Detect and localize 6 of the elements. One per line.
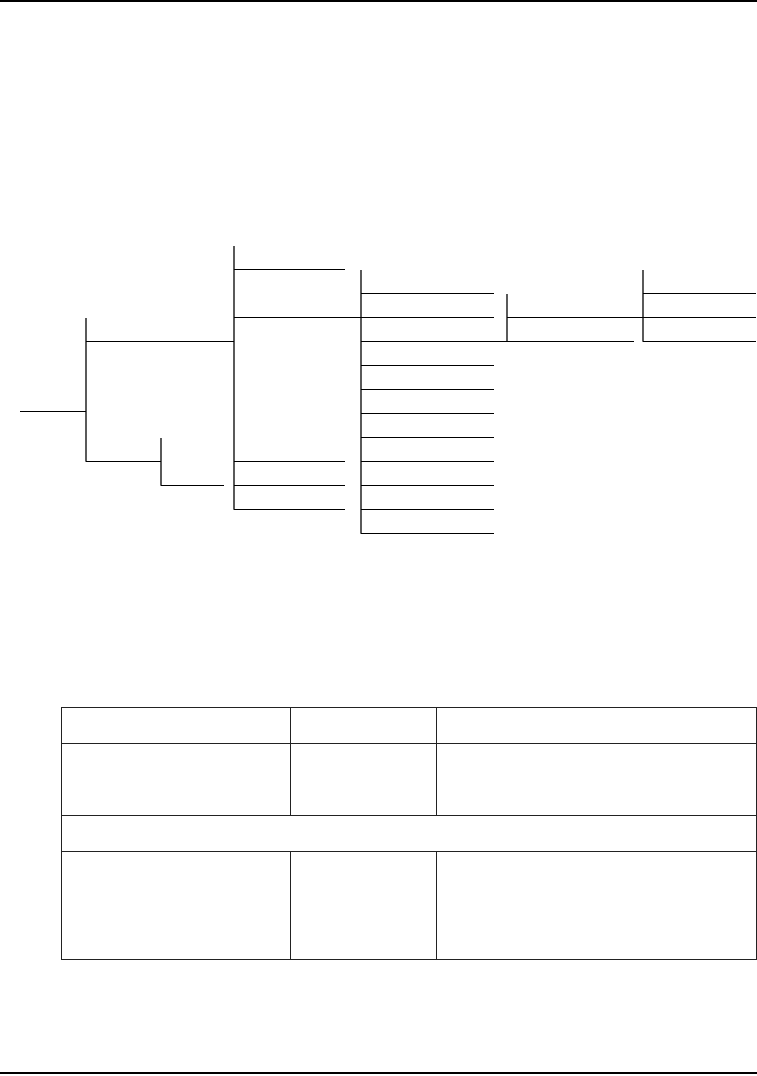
bracket-connector: [233, 245, 235, 511]
bracket-connector: [360, 269, 362, 535]
bracket-connector: [642, 269, 644, 343]
bracket-connector: [160, 437, 162, 487]
bracket-connector: [85, 317, 87, 463]
bracket-connector: [506, 293, 508, 343]
